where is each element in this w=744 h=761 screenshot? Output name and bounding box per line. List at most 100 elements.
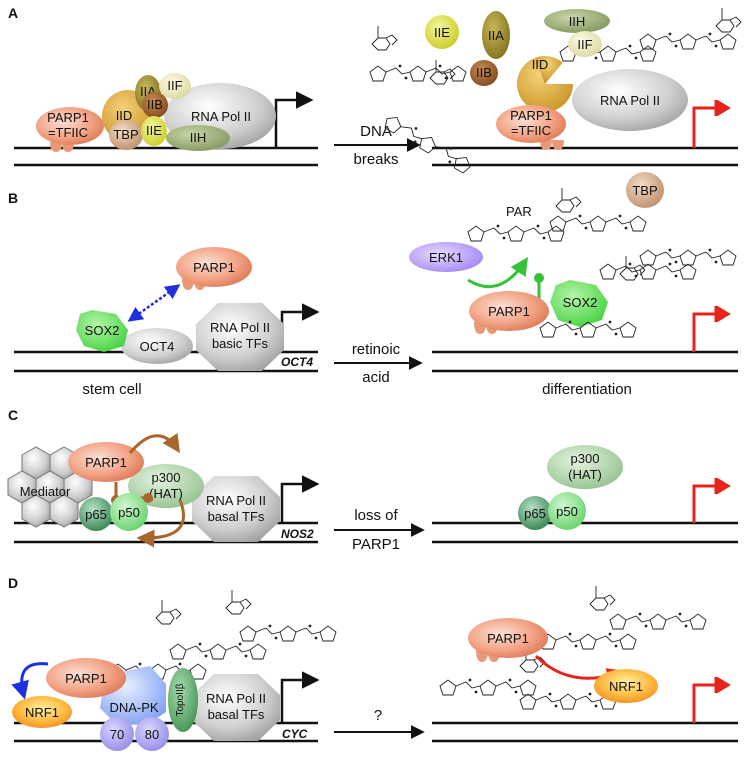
acetylation-arrow (128, 433, 180, 454)
parp1-blob: PARP1 =TFIIC (36, 107, 104, 152)
svg-text:SOX2: SOX2 (563, 295, 598, 310)
svg-text:RNA Pol II: RNA Pol II (210, 320, 270, 335)
tfiie-blob: IIE (141, 116, 167, 146)
promoter-arrow-active (274, 91, 314, 148)
arrow-label-a-2: breaks (353, 151, 398, 168)
acetyl-mark-icon (143, 493, 153, 503)
svg-text:PARP1: PARP1 (47, 110, 89, 125)
promoter-arrow-blocked (692, 106, 728, 148)
tfiia-free-blob: IIA (482, 11, 510, 59)
rna-pol-ii-basal-tfs: RNA Pol II basal TFs (192, 674, 280, 741)
svg-text:IIH: IIH (569, 14, 586, 29)
rna-pol-ii-free-blob: RNA Pol II (572, 69, 688, 131)
panel-letter-b: B (8, 190, 18, 206)
svg-text:TBP: TBP (632, 183, 657, 198)
svg-text:IIF: IIF (577, 37, 592, 52)
par-label: PAR (506, 204, 532, 219)
svg-text:basal TFs: basal TFs (208, 509, 265, 524)
promoter-arrow-active (280, 303, 320, 352)
nrf1-blob: NRF1 (12, 696, 72, 728)
parp1-blob: PARP1 (46, 658, 126, 698)
panel-letter-d: D (8, 575, 18, 591)
ku70-blob: 70 (100, 717, 134, 751)
svg-text:PARP1: PARP1 (488, 304, 530, 319)
panel-letter-c: C (8, 407, 18, 423)
svg-text:Mediator: Mediator (20, 484, 71, 499)
p65-blob: p65 (79, 497, 113, 531)
svg-text:IIH: IIH (190, 130, 207, 145)
svg-text:IID: IID (532, 57, 549, 72)
topo-ii-beta-blob: TopoIIβ (168, 668, 198, 732)
svg-text:PARP1: PARP1 (65, 671, 107, 686)
svg-text:IIE: IIE (146, 123, 162, 138)
blocked-bar-icon (714, 477, 731, 495)
svg-text:IIB: IIB (147, 97, 163, 112)
parp1-blob: PARP1 (469, 291, 549, 334)
svg-text:DNA-PK: DNA-PK (109, 700, 158, 715)
caption-differentiation: differentiation (542, 381, 632, 398)
svg-text:IIA: IIA (488, 28, 504, 43)
svg-text:IID: IID (116, 108, 133, 123)
svg-text:p300: p300 (571, 451, 600, 466)
tfiib-blob: IIB (142, 92, 168, 118)
svg-text:IIE: IIE (434, 25, 450, 40)
arrow-label-d: ? (374, 707, 382, 724)
promoter-arrow-active (280, 671, 320, 723)
svg-text:(HAT): (HAT) (568, 467, 602, 482)
gene-label-cyc: CYC (282, 727, 308, 741)
p50-blob: p50 (548, 492, 586, 530)
blocked-bar-icon (714, 305, 731, 323)
promoter-arrow-blocked (692, 683, 728, 723)
arrow-label-b-1: retinoic (352, 341, 401, 358)
tbp-blob: TBP (626, 172, 664, 208)
tfiih-blob: IIH (166, 125, 230, 151)
tfiif-blob: IIF (159, 73, 191, 99)
panel-d: D CYC RNA Pol II basal TFs TopoIIβ DNA-P… (8, 575, 738, 751)
svg-text:RNA Pol II: RNA Pol II (206, 691, 266, 706)
svg-text:PARP1: PARP1 (85, 455, 127, 470)
phosphorylation-arrow (467, 256, 528, 289)
svg-text:TopoIIβ: TopoIIβ (175, 683, 186, 716)
tfiib-free-blob: IIB (470, 60, 498, 86)
p300-hat-blob: p300 (HAT) (547, 445, 623, 489)
svg-text:IIB: IIB (476, 65, 492, 80)
mediator-complex: Mediator (7, 446, 93, 528)
sox2-blob: SOX2 (550, 280, 608, 327)
tfiid-free-blob: IID (517, 56, 573, 112)
svg-text:OCT4: OCT4 (140, 339, 175, 354)
svg-text:p50: p50 (556, 504, 578, 519)
svg-text:p300: p300 (152, 470, 181, 485)
svg-text:PARP1: PARP1 (193, 260, 235, 275)
p65-blob: p65 (518, 496, 552, 530)
par-polymer (467, 187, 737, 281)
panel-a: A RNA Pol II PARP1 =TFIIC IID IIA IIF (8, 5, 742, 175)
arrow-label-a-1: DNA (360, 123, 392, 140)
promoter-arrow-blocked (692, 484, 728, 523)
svg-text:ERK1: ERK1 (429, 250, 463, 265)
tbp-blob: TBP (109, 120, 143, 150)
arrow-label-b-2: acid (362, 369, 390, 386)
nrf1-blob: NRF1 (594, 669, 658, 703)
svg-text:PARP1: PARP1 (510, 108, 552, 123)
parp1-blob: PARP1 (176, 247, 252, 290)
svg-text:=TFIIC: =TFIIC (48, 125, 88, 140)
tfiif-free-blob: IIF (568, 31, 602, 57)
svg-text:basic TFs: basic TFs (212, 336, 269, 351)
arrow-label-c-1: loss of (354, 507, 398, 524)
svg-text:RNA Pol II: RNA Pol II (206, 493, 266, 508)
blocked-bar-icon (714, 676, 731, 694)
svg-text:basal TFs: basal TFs (208, 707, 265, 722)
arrow-label-c-2: PARP1 (352, 536, 400, 553)
svg-text:RNA Pol II: RNA Pol II (600, 93, 660, 108)
parp1-blob: PARP1 (468, 618, 548, 662)
gene-label-nos2: NOS2 (281, 527, 314, 541)
parp1-blob: PARP1 (68, 442, 144, 482)
svg-text:p65: p65 (524, 506, 546, 521)
interaction-arrow (11, 662, 49, 700)
ku80-blob: 80 (135, 717, 169, 751)
svg-text:RNA Pol II: RNA Pol II (191, 109, 251, 124)
acetylation-arrow (136, 499, 186, 548)
svg-text:p65: p65 (85, 507, 107, 522)
blocked-bar-icon (714, 99, 731, 117)
